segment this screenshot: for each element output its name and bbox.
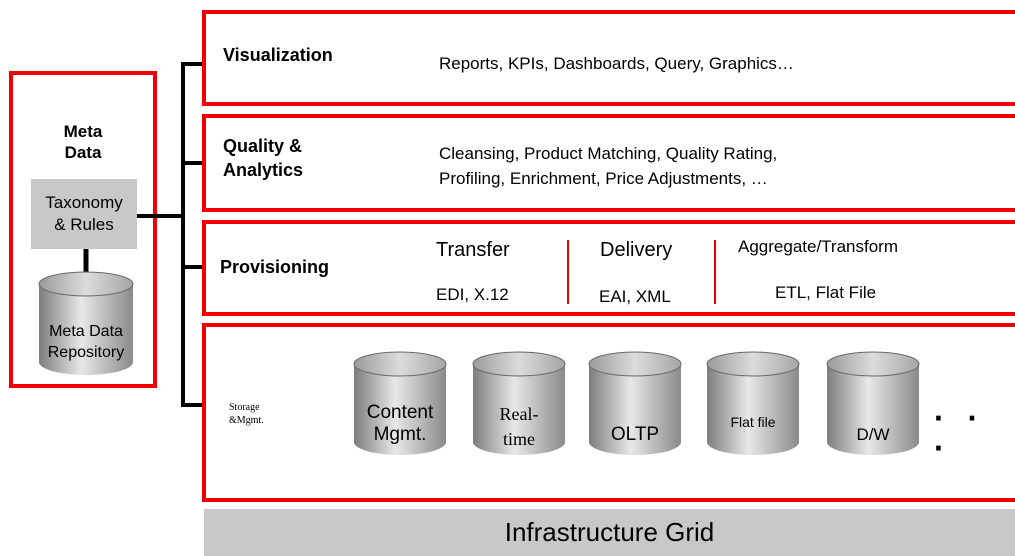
quality-title-line1: Quality &: [223, 136, 303, 156]
visualization-layer: [202, 10, 1015, 106]
oltp-cylinder: [588, 351, 682, 455]
storage-title-line2: &Mgmt.: [229, 415, 264, 426]
content-mgmt-label: Content Mgmt.: [352, 402, 448, 446]
transfer-detail: EDI, X.12: [436, 285, 509, 304]
storage-title-line1: Storage: [229, 402, 260, 413]
quality-analytics-description: Cleansing, Product Matching, Quality Rat…: [439, 141, 777, 191]
metadata-repository-label: Meta Data Repository: [37, 321, 135, 363]
content-mgmt-line1: Content: [366, 402, 434, 423]
quality-analytics-title: Quality & Analytics: [223, 134, 303, 182]
metadata-repository-cylinder: [38, 271, 134, 375]
oltp-label: OLTP: [610, 424, 660, 445]
metadata-title-line2: Data: [64, 143, 102, 162]
dw-label: D/W: [856, 425, 890, 444]
transfer-heading: Transfer: [436, 239, 510, 261]
provisioning-layer: [202, 220, 1015, 316]
metadata-title: Meta Data: [9, 121, 157, 163]
dw-cylinder: [826, 351, 920, 455]
metadata-title-line1: Meta: [63, 122, 103, 141]
repository-line2: Repository: [47, 344, 125, 361]
quality-analytics-layer: [202, 114, 1015, 212]
infrastructure-grid-label: Infrastructure Grid: [504, 517, 715, 547]
quality-description-line1: Cleansing, Product Matching, Quality Rat…: [439, 144, 778, 163]
visualization-title: Visualization: [223, 45, 333, 65]
realtime-label: Real- time: [471, 402, 567, 452]
quality-description-line2: Profiling, Enrichment, Price Adjustments…: [439, 169, 768, 188]
provisioning-title: Provisioning: [220, 257, 330, 277]
aggregate-heading: Aggregate/Transform: [738, 237, 898, 256]
content-mgmt-line2: Mgmt.: [373, 424, 427, 445]
infrastructure-grid-bar: Infrastructure Grid: [204, 509, 1015, 556]
taxonomy-line2: & Rules: [54, 215, 114, 234]
aggregate-detail: ETL, Flat File: [775, 283, 877, 302]
provisioning-divider-1: [567, 240, 569, 304]
visualization-description: Reports, KPIs, Dashboards, Query, Graphi…: [439, 54, 794, 73]
storage-title: Storage &Mgmt.: [229, 401, 264, 427]
realtime-cylinder: [472, 351, 566, 455]
delivery-heading: Delivery: [600, 239, 673, 261]
realtime-line1: Real-: [499, 404, 539, 424]
more-stores-ellipsis: · · ·: [934, 400, 986, 466]
flat-file-cylinder: [706, 351, 800, 455]
realtime-line2: time: [503, 429, 535, 449]
provisioning-divider-2: [714, 240, 716, 304]
taxonomy-rules-box: Taxonomy & Rules: [31, 179, 137, 249]
quality-title-line2: Analytics: [223, 160, 304, 180]
repository-line1: Meta Data: [49, 323, 123, 340]
delivery-detail: EAI, XML: [599, 287, 671, 306]
content-mgmt-cylinder: [353, 351, 447, 455]
flat-file-label: Flat file: [730, 414, 776, 430]
taxonomy-line1: Taxonomy: [45, 193, 123, 212]
